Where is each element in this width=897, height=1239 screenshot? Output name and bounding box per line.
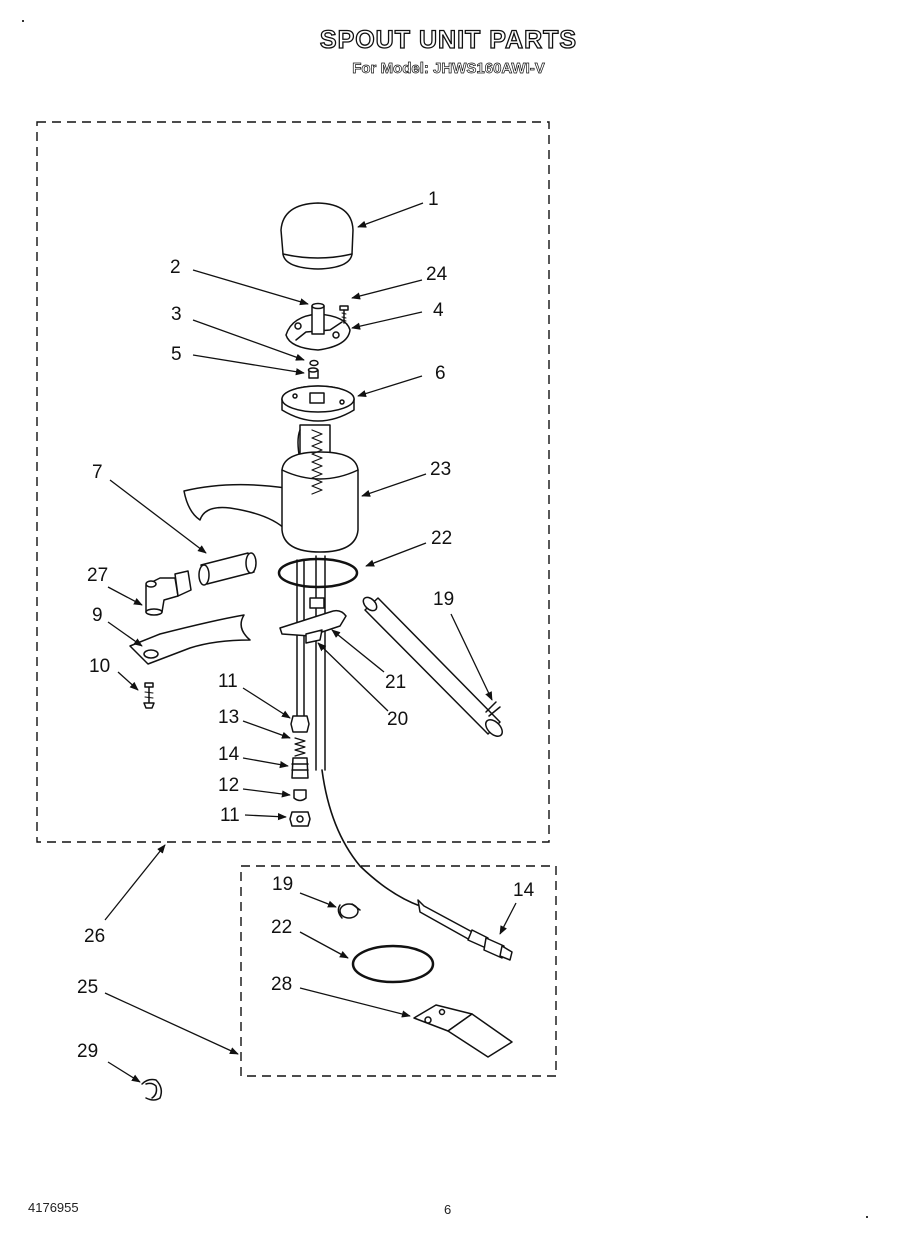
leader-26	[104, 844, 166, 921]
kit-part-22-o-ring	[351, 944, 435, 984]
leader-11b	[244, 813, 287, 821]
callout-14-kit: 14	[513, 880, 535, 901]
scan-speck	[866, 1216, 868, 1218]
document-number: 4176955	[28, 1200, 79, 1215]
part-14-fitting	[291, 757, 309, 779]
part-11-nut-upper	[290, 715, 310, 733]
part-29-clip	[141, 1078, 163, 1101]
part-12-cap	[293, 789, 307, 802]
callout-12: 12	[218, 775, 240, 796]
leader-2	[192, 269, 309, 306]
leader-20	[317, 642, 389, 712]
leader-23	[361, 473, 427, 497]
part-21-latch	[279, 597, 347, 637]
part-24-screw	[339, 305, 349, 324]
leader-19b	[299, 892, 337, 908]
callout-29: 29	[77, 1041, 99, 1062]
leader-22b	[299, 931, 349, 959]
part-3-washer	[309, 359, 319, 367]
leader-19	[450, 613, 493, 701]
part-11-nut-lower	[289, 811, 311, 827]
callout-5: 5	[171, 344, 182, 365]
callout-11-upper: 11	[218, 671, 238, 692]
callout-4: 4	[433, 300, 444, 321]
callout-22: 22	[431, 528, 453, 549]
callout-24: 24	[426, 264, 448, 285]
part-14-hose-end	[417, 899, 513, 961]
leader-25	[104, 992, 239, 1055]
leader-10	[117, 671, 139, 691]
leader-28	[299, 987, 411, 1018]
callout-20: 20	[387, 709, 409, 730]
coil-spring	[311, 429, 323, 495]
part-10-screw	[143, 682, 155, 709]
leader-29	[107, 1061, 141, 1083]
leader-6	[357, 375, 423, 398]
part-23-spout-body	[183, 424, 359, 553]
valve-rods	[296, 555, 326, 771]
leader-24	[351, 279, 423, 300]
callout-13: 13	[218, 707, 240, 728]
leader-5	[192, 354, 305, 376]
part-7-hose	[198, 552, 257, 586]
leader-7	[109, 479, 207, 554]
main-assembly-boundary	[36, 121, 550, 843]
kit-part-28-gasket	[413, 1004, 513, 1058]
leader-14a	[242, 757, 289, 769]
part-6-flange	[281, 385, 355, 422]
leader-1	[357, 202, 424, 228]
callout-2: 2	[170, 257, 181, 278]
part-13-spring	[294, 737, 306, 757]
callout-14-upper: 14	[218, 744, 240, 765]
part-5-o-ring	[307, 367, 319, 379]
callout-23: 23	[430, 459, 452, 480]
page-title: SPOUT UNIT PARTS	[319, 25, 578, 54]
callout-26: 26	[84, 926, 106, 947]
leader-4	[351, 311, 423, 330]
callout-1: 1	[428, 189, 439, 210]
leader-27	[107, 586, 143, 606]
model-subtitle: For Model: JHWS160AWI-V	[352, 60, 545, 78]
leader-14b	[499, 902, 517, 935]
service-kit-boundary	[240, 865, 557, 1077]
callout-3: 3	[171, 304, 182, 325]
part-1-knob-cap	[280, 202, 354, 270]
callout-7: 7	[92, 462, 103, 483]
part-20-clip	[305, 629, 323, 644]
leader-11a	[242, 687, 291, 719]
page-number: 6	[444, 1202, 452, 1217]
callout-28: 28	[271, 974, 293, 995]
callout-6: 6	[435, 363, 446, 384]
long-tubing	[321, 769, 421, 907]
part-22-o-ring	[277, 557, 359, 589]
callout-11-lower: 11	[220, 805, 240, 826]
leader-13	[242, 720, 291, 739]
leader-21	[331, 629, 385, 673]
callout-21: 21	[385, 672, 407, 693]
callout-19-kit: 19	[272, 874, 294, 895]
leader-3	[192, 319, 305, 361]
leader-9	[107, 621, 143, 647]
callout-10: 10	[89, 656, 111, 677]
part-27-elbow	[145, 570, 192, 616]
callout-25: 25	[77, 977, 99, 998]
callout-9: 9	[92, 605, 103, 626]
kit-part-19-clamp	[337, 903, 361, 919]
part-9-bracket	[129, 614, 251, 665]
callout-22-kit: 22	[271, 917, 293, 938]
callout-27: 27	[87, 565, 109, 586]
callout-19: 19	[433, 589, 455, 610]
leader-12	[242, 788, 291, 798]
part-2-stem	[311, 302, 325, 335]
scan-speck	[22, 20, 24, 22]
part-19-long-tube	[362, 596, 503, 737]
leader-22	[365, 542, 427, 567]
